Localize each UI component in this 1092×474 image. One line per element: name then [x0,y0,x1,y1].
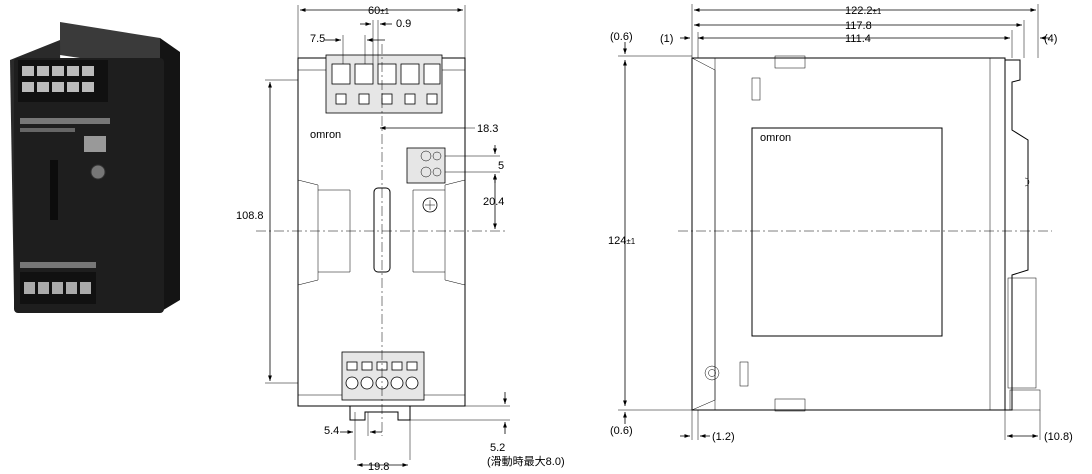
bottom-terminal-block [341,351,425,401]
dim-top-gap: (0.6) [610,31,633,43]
din-clip [349,405,411,421]
output-connector [406,147,446,184]
dim-depth-body: 111.4 [845,33,871,45]
side-view: omron 122.2±1 117.8 111.4 (1) (4) (0.6) … [608,4,1073,443]
dim-pot-height: 20.4 [483,196,504,208]
dim-rail-depth: 5.2 [490,442,505,454]
dim-width: 60±1 [368,5,390,17]
front-view: omron 60±1 7.5 [236,5,565,473]
dim-bottom-right: (10.8) [1044,431,1073,443]
dim-pot-pitch: 5 [498,160,504,172]
dim-pot-offset: 18.3 [477,123,498,135]
dim-height: 108.8 [236,210,264,222]
dim-rail-offset: 5.4 [324,425,339,437]
dim-rail-note: (滑動時最大8.0) [487,454,565,468]
dim-bottom-gap: (0.6) [610,425,633,437]
dim-side-height: 124±1 [608,235,636,247]
product-photo [10,22,180,313]
front-logo: omron [310,129,341,141]
dim-gap: 0.9 [396,18,411,30]
dim-pitch: 7.5 [310,33,325,45]
dim-bottom-left: (1.2) [712,431,735,443]
dim-depth-total: 122.2±1 [845,5,882,17]
dim-rail-width: 19.8 [368,461,389,473]
side-label [751,127,943,337]
side-logo: omron [760,132,791,144]
dim-right-offset: (4) [1044,33,1057,45]
dim-depth-mid: 117.8 [845,20,872,32]
dim-left-offset: (1) [660,33,673,45]
